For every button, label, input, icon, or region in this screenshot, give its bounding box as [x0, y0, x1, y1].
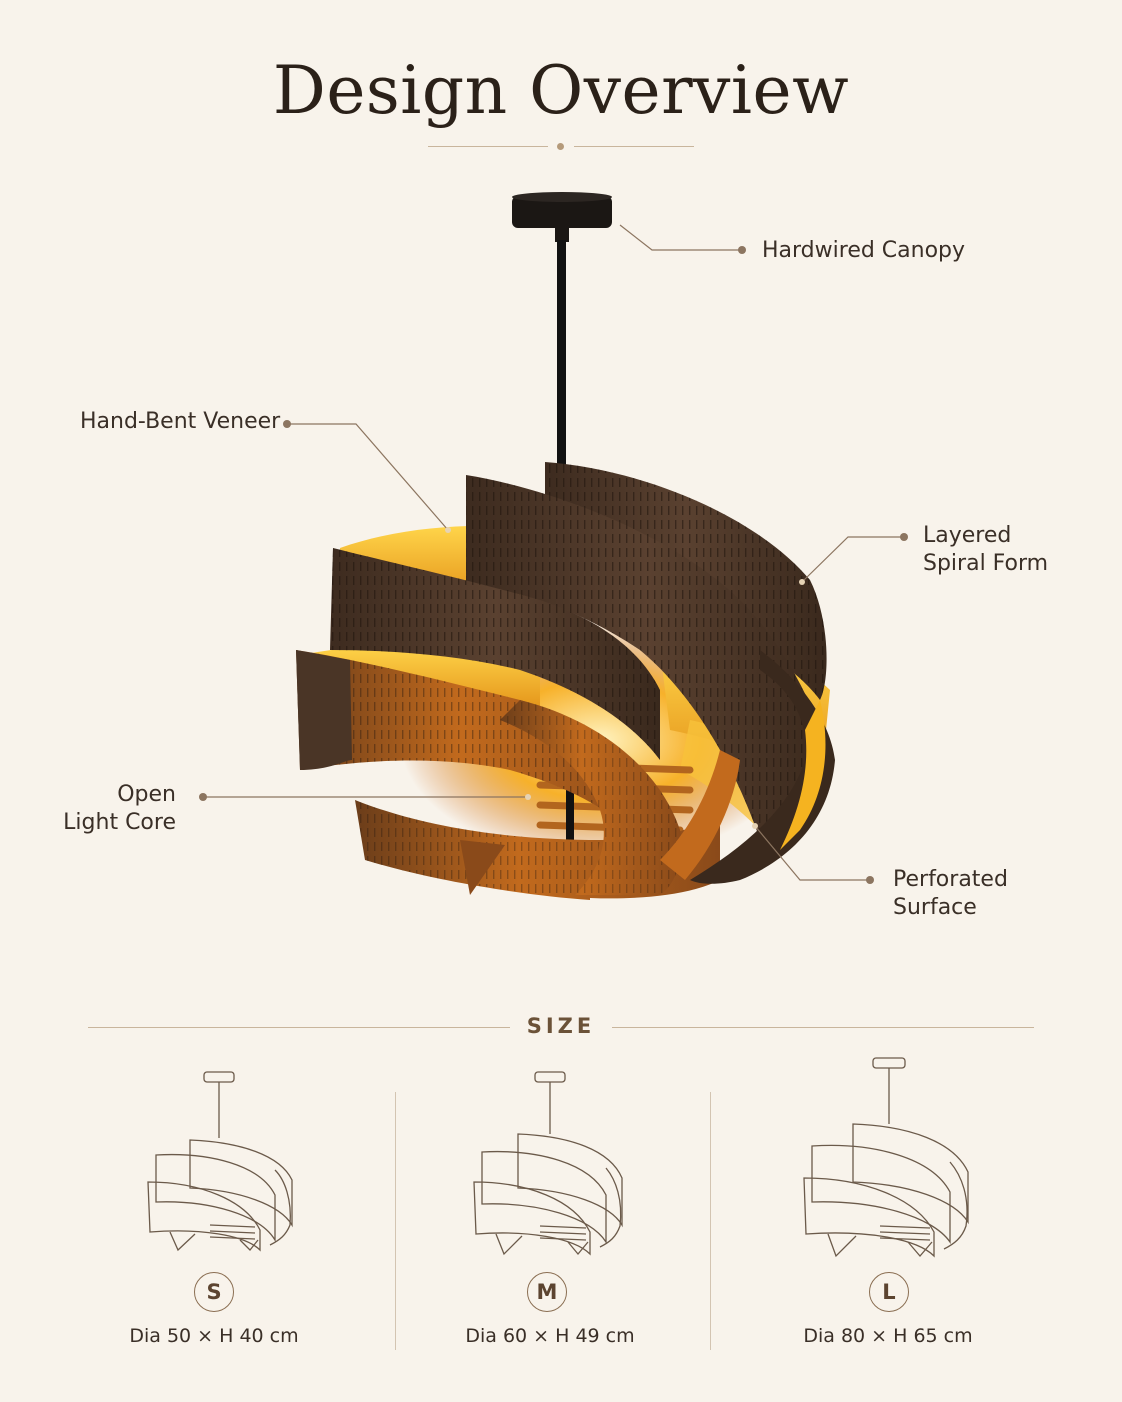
leader-spiral [801, 536, 904, 583]
size-section-label: SIZE [526, 1014, 596, 1038]
leader-canopy [619, 224, 742, 251]
title-dot [557, 143, 564, 150]
suspension-rod [557, 240, 566, 480]
size-dims-s: Dia 50 × H 40 cm [129, 1325, 299, 1347]
size-rule-right [612, 1027, 1034, 1028]
pendant-lamp-illustration [199, 192, 908, 900]
lamp-outline-medium [473, 1071, 623, 1256]
title-rule-right [574, 146, 694, 147]
callout-hand-bent-veneer: Hand-Bent Veneer [80, 409, 281, 434]
lamp-outline-small [147, 1071, 293, 1252]
leader-veneer [287, 423, 449, 531]
title-rule-left [428, 146, 548, 147]
callout-core-line2: Light Core [63, 810, 176, 835]
lamp-outline-large [803, 1057, 969, 1258]
size-option-l: L Dia 80 × H 65 cm [738, 1050, 1038, 1370]
callout-layered-spiral-form: Layered Spiral Form [923, 522, 1048, 578]
callout-core-line1: Open [117, 782, 176, 807]
size-option-m: M Dia 60 × H 49 cm [398, 1050, 698, 1370]
callout-spiral-line2: Spiral Form [923, 551, 1049, 576]
callout-spiral-line1: Layered [923, 523, 1012, 548]
callout-hardwired-canopy: Hardwired Canopy [762, 238, 966, 263]
callout-surface-line2: Surface [893, 895, 977, 920]
canopy-shape [512, 192, 612, 242]
size-badge-m: M [527, 1272, 567, 1312]
leader-surface [754, 825, 870, 881]
size-divider-2 [710, 1092, 711, 1350]
size-option-s: S Dia 50 × H 40 cm [70, 1050, 370, 1370]
page-title: Design Overview [272, 52, 850, 129]
size-dims-l: Dia 80 × H 65 cm [803, 1325, 973, 1347]
size-dims-m: Dia 60 × H 49 cm [465, 1325, 635, 1347]
size-divider-1 [395, 1092, 396, 1350]
size-badge-s: S [194, 1272, 234, 1312]
size-rule-left [88, 1027, 510, 1028]
callout-perforated-surface: Perforated Surface [893, 866, 1008, 922]
callout-open-light-core: Open Light Core [40, 781, 176, 837]
callout-surface-line1: Perforated [893, 867, 1008, 892]
size-badge-l: L [869, 1272, 909, 1312]
